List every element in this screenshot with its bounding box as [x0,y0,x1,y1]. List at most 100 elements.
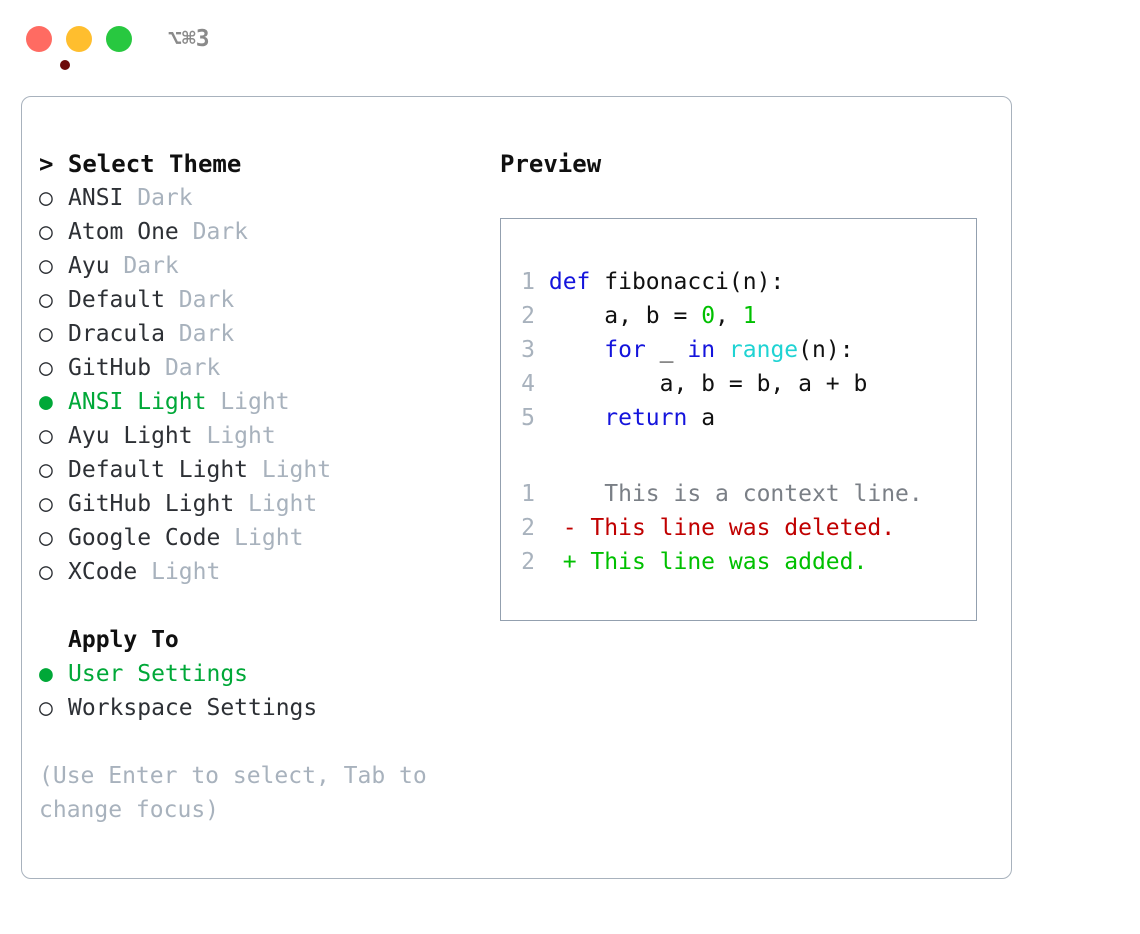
page-title: > Select Theme [39,150,242,178]
code-token-id: _ [645,337,688,363]
theme-list: ○ ANSI Dark○ Atom One Dark○ Ayu Dark○ De… [39,181,482,589]
line-number: 1 [521,269,535,295]
code-token-id: (n): [798,337,854,363]
gutter-gap [535,481,563,507]
code-line: 5 return a [509,401,976,435]
theme-option-default[interactable]: ○ Default Dark [39,283,482,317]
theme-option-xcode[interactable]: ○ XCode Light [39,555,482,589]
theme-variant-label: Dark [109,253,179,279]
theme-option-dracula[interactable]: ○ Dracula Dark [39,317,482,351]
theme-variant-label: Light [234,491,318,517]
theme-variant-label: Light [137,559,221,585]
code-token-num: 1 [742,303,757,329]
close-button[interactable] [26,26,70,70]
theme-variant-label: Light [248,457,332,483]
code-token-id [549,337,604,363]
radio-unselected-icon: ○ [39,457,67,483]
hint-spacer [39,725,482,759]
code-token-id: a [687,405,716,431]
line-number: 2 [521,515,535,541]
apply-to-list: ● User Settings○ Workspace Settings [39,657,482,725]
code-token-id: fibonacci(n): [604,269,785,295]
radio-selected-icon: ● [39,661,67,687]
theme-option-label: Default [68,287,165,313]
recording-indicator-icon [60,60,70,70]
code-line: 4 a, b = b, a + b [509,367,976,401]
theme-option-label: Google Code [68,525,221,551]
window-titlebar: ⌥⌘3 [0,0,1140,78]
theme-option-label: Ayu Light [68,423,193,449]
code-token-id: a, b = [548,303,702,329]
preview-column: Preview 1 def fibonacci(n):2 a, b = 0, 1… [482,97,1011,878]
radio-unselected-icon: ○ [39,525,67,551]
code-token-id: a, b = b, a + b [548,371,868,397]
theme-variant-label: Dark [123,185,193,211]
theme-option-atom-one[interactable]: ○ Atom One Dark [39,215,482,249]
apply-to-heading: Apply To [68,627,179,653]
apply-to-option-label: User Settings [68,661,249,687]
theme-option-github-light[interactable]: ○ GitHub Light Light [39,487,482,521]
code-token-kw: for [604,337,646,363]
diff-sample: 1 This is a context line.2 - This line w… [509,477,976,579]
theme-option-label: GitHub Light [68,491,235,517]
radio-unselected-icon: ○ [39,355,67,381]
theme-selector-column: > Select Theme ○ ANSI Dark○ Atom One Dar… [22,97,482,878]
theme-option-label: Dracula [68,321,165,347]
gutter-gap [535,549,563,575]
theme-variant-label: Dark [151,355,221,381]
theme-option-ayu-light[interactable]: ○ Ayu Light Light [39,419,482,453]
code-line: 3 for _ in range(n): [509,333,976,367]
theme-option-label: Atom One [68,219,179,245]
gutter-gap [535,515,563,541]
minimize-button[interactable] [66,26,92,52]
line-number: 2 [521,303,535,329]
theme-option-label: ANSI [68,185,124,211]
gutter-gap [535,337,549,363]
line-number: 1 [521,481,535,507]
theme-option-default-light[interactable]: ○ Default Light Light [39,453,482,487]
gutter-gap [535,371,549,397]
theme-option-ansi-light[interactable]: ● ANSI Light Light [39,385,482,419]
radio-unselected-icon: ○ [39,491,67,517]
gutter-gap [535,303,549,329]
zoom-button[interactable] [106,26,132,52]
preview-title: Preview [500,150,602,178]
diff-text: This line was deleted. [576,515,896,541]
diff-line-context: 1 This is a context line. [509,477,976,511]
theme-variant-label: Dark [178,219,249,245]
radio-selected-icon: ● [39,389,67,415]
theme-variant-label: Dark [164,321,235,347]
radio-unselected-icon: ○ [39,185,67,211]
theme-option-label: XCode [68,559,138,585]
gutter-gap [535,405,549,431]
theme-variant-label: Dark [164,287,235,313]
radio-unselected-icon: ○ [39,253,67,279]
radio-unselected-icon: ○ [39,559,67,585]
apply-to-option-workspace-settings[interactable]: ○ Workspace Settings [39,691,482,725]
theme-option-github[interactable]: ○ GitHub Dark [39,351,482,385]
gutter-gap [535,269,549,295]
code-token-num: 0 [701,303,716,329]
theme-option-ayu[interactable]: ○ Ayu Dark [39,249,482,283]
diff-sign: + [562,549,577,575]
diff-sign [563,481,577,507]
theme-option-label: GitHub [68,355,152,381]
theme-option-ansi[interactable]: ○ ANSI Dark [39,181,482,215]
code-token-id [590,269,604,295]
radio-unselected-icon: ○ [39,219,67,245]
main-panel: > Select Theme ○ ANSI Dark○ Atom One Dar… [21,96,1012,879]
diff-line-added: 2 + This line was added. [509,545,976,579]
code-line: 1 def fibonacci(n): [509,265,976,299]
radio-unselected-icon: ○ [39,287,67,313]
theme-variant-label: Light [206,389,290,415]
code-token-id [549,405,604,431]
theme-option-label: Ayu [68,253,110,279]
theme-option-label: Default Light [68,457,249,483]
apply-to-option-user-settings[interactable]: ● User Settings [39,657,482,691]
keyboard-hint-text: (Use Enter to select, Tab to change focu… [39,763,427,823]
code-token-kw: return [604,405,688,431]
theme-option-google-code[interactable]: ○ Google Code Light [39,521,482,555]
